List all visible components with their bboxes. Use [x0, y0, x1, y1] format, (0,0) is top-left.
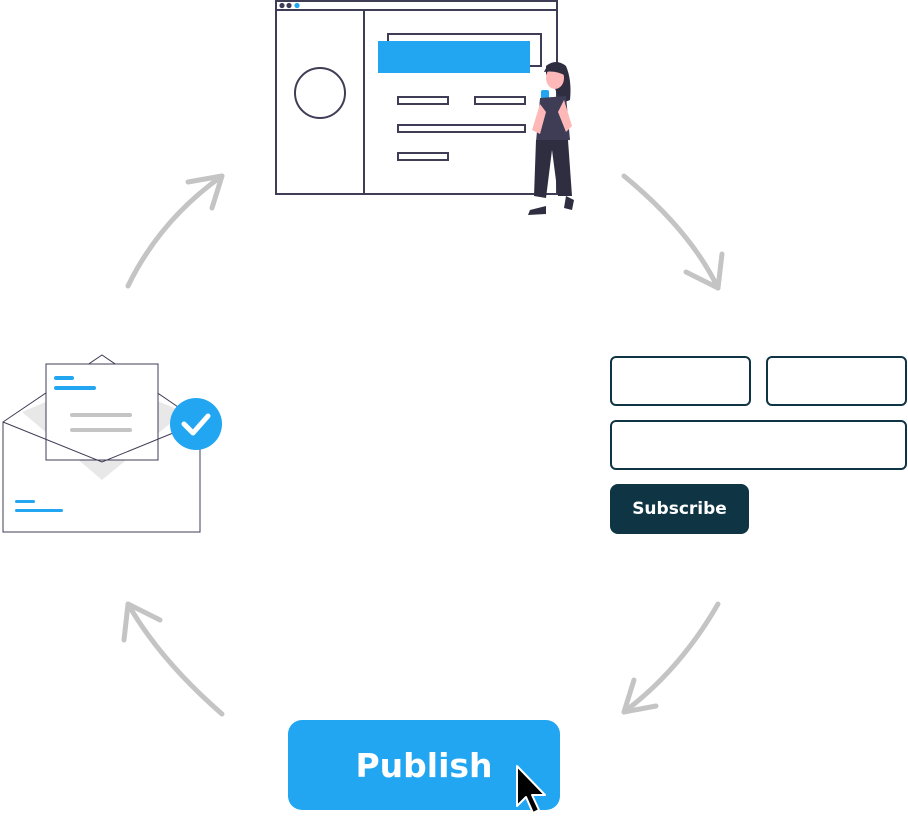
publish-button-label: Publish [355, 745, 493, 785]
cycle-arrow-icon [621, 173, 725, 291]
publish-button[interactable]: Publish [288, 720, 560, 810]
subscribe-button[interactable]: Subscribe [610, 484, 749, 534]
first-name-field[interactable] [610, 356, 751, 406]
cycle-arrow-icon [621, 601, 721, 715]
cycle-arrow-icon [125, 173, 225, 289]
subscribe-button-label: Subscribe [632, 499, 727, 519]
cycle-arrow-icon [121, 601, 225, 717]
email-field[interactable] [610, 420, 907, 470]
checkmark-icon [170, 398, 222, 450]
last-name-field[interactable] [766, 356, 907, 406]
